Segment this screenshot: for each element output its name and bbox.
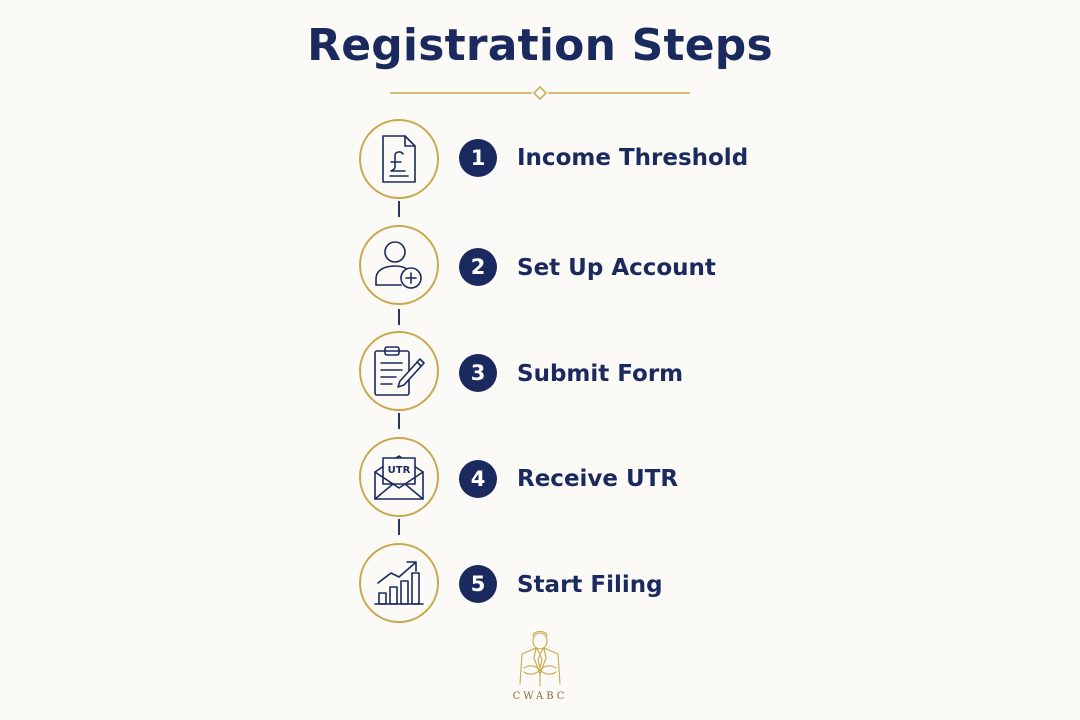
step-connector bbox=[398, 413, 400, 429]
step-number-badge: 3 bbox=[459, 354, 497, 392]
growth-chart-icon bbox=[374, 561, 424, 605]
cwabc-logo bbox=[519, 630, 561, 687]
icon-circle bbox=[359, 119, 439, 199]
page-title: Registration Steps bbox=[307, 20, 773, 71]
icon-circle bbox=[359, 225, 439, 305]
step-number-badge: 2 bbox=[459, 248, 497, 286]
utr-icon-text: UTR bbox=[388, 465, 411, 476]
step-connector bbox=[398, 519, 400, 535]
brand-name: CWABC bbox=[512, 691, 568, 702]
step-number-badge: 1 bbox=[459, 139, 497, 177]
icon-circle bbox=[359, 543, 439, 623]
step-number-badge: 4 bbox=[459, 460, 497, 498]
step-label: Income Threshold bbox=[517, 145, 749, 171]
title-divider bbox=[390, 85, 690, 101]
icon-circle bbox=[359, 331, 439, 411]
pound-document-icon bbox=[382, 135, 416, 183]
step-connector bbox=[398, 309, 400, 325]
step-connector bbox=[398, 201, 400, 217]
icon-circle: UTR bbox=[359, 437, 439, 517]
step-label: Receive UTR bbox=[517, 466, 679, 492]
step-label: Set Up Account bbox=[517, 255, 716, 281]
step-label: Submit Form bbox=[517, 361, 684, 387]
step-number-badge: 5 bbox=[459, 565, 497, 603]
add-user-icon bbox=[375, 241, 422, 289]
clipboard-pen-icon bbox=[374, 346, 425, 396]
step-label: Start Filing bbox=[517, 572, 663, 598]
utr-envelope-icon: UTR bbox=[374, 455, 424, 500]
